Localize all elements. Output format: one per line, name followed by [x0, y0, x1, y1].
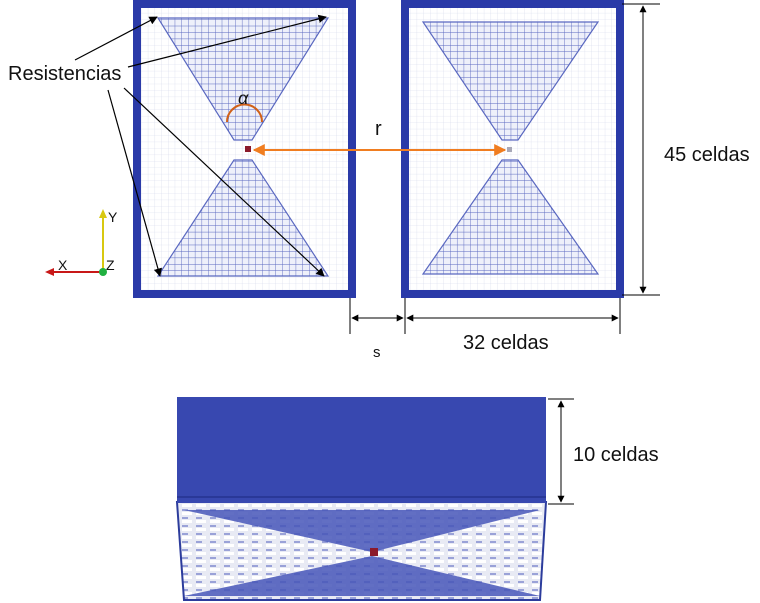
- width-dimension: [406, 298, 621, 334]
- depth-dimension: [548, 398, 574, 505]
- width-cells-label: 32 celdas: [463, 332, 549, 354]
- alpha-label: α: [238, 88, 249, 108]
- right-bottom-resistor: [421, 159, 600, 275]
- block-3d-view: [175, 397, 574, 601]
- source-point: [245, 146, 251, 152]
- target-point: [507, 147, 512, 152]
- block-upper-heating-zone: [184, 510, 540, 552]
- block-source-point: [370, 548, 378, 556]
- y-axis-arrowhead: [99, 209, 107, 218]
- axis-z-label: Z: [106, 257, 115, 273]
- axis-triad: [45, 209, 107, 276]
- axis-x-label: X: [58, 257, 68, 273]
- resistencias-label: Resistencias: [8, 63, 121, 85]
- x-axis-arrowhead: [45, 268, 54, 276]
- block-top-face: [177, 397, 546, 503]
- leader-arrow: [123, 87, 325, 277]
- axis-y-label: Y: [108, 209, 118, 225]
- alpha-arc: [226, 103, 263, 123]
- leader-arrow: [107, 89, 163, 277]
- r-label: r: [375, 118, 382, 140]
- leader-arrow: [127, 14, 327, 68]
- left-bottom-resistor: [156, 159, 330, 277]
- axis-origin: [99, 268, 107, 276]
- depth-cells-label: 10 celdas: [573, 444, 659, 466]
- block-lower-heating-zone: [184, 556, 540, 596]
- leader-arrow: [74, 16, 158, 61]
- height-cells-label: 45 celdas: [664, 144, 750, 166]
- height-dimension: [622, 3, 660, 296]
- right-top-resistor: [421, 21, 600, 141]
- resistencias-leaders: [74, 14, 327, 277]
- spacing-label: s: [373, 344, 381, 361]
- spacing-dimension: [349, 298, 406, 334]
